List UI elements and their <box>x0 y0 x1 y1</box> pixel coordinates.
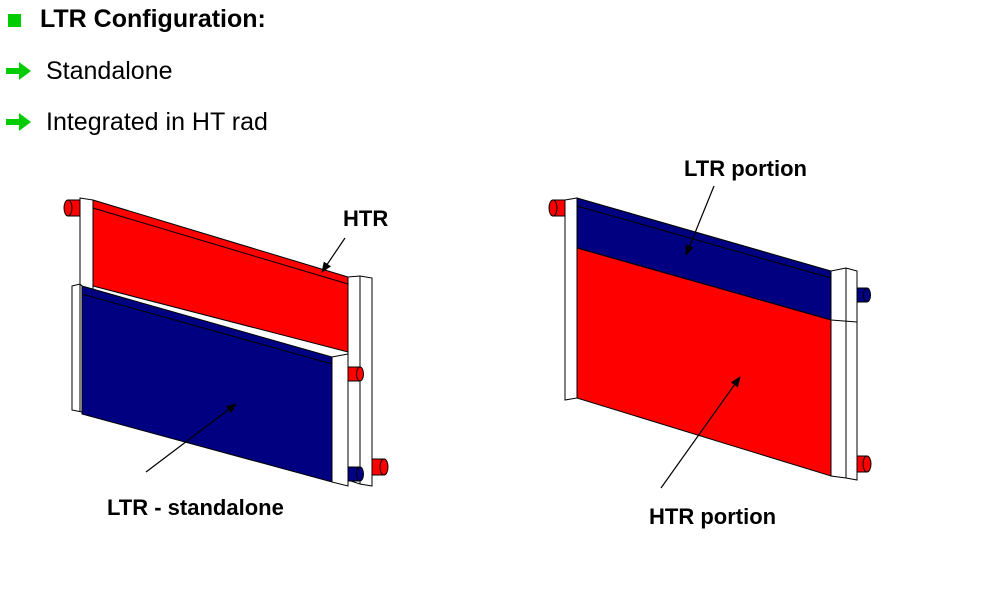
integrated-blue-pipe-icon <box>856 287 871 303</box>
htr-leader-arrow <box>321 237 346 273</box>
ltr-portion-leader-arrow <box>685 185 715 257</box>
label-ltr-portion: LTR portion <box>684 156 807 181</box>
htr-portion-leader-arrow <box>660 376 741 489</box>
bullet-standalone: Standalone <box>46 57 173 85</box>
ltr-standalone-leader-arrow <box>145 403 237 473</box>
arrow-bullet-icon <box>6 62 31 80</box>
bullet-integrated: Integrated in HT rad <box>46 108 268 136</box>
ltr-red-pipe-icon <box>347 366 364 382</box>
ltr-standalone-radiator <box>71 283 364 487</box>
ltr-right-tank <box>331 353 349 487</box>
htr-left-tank <box>79 197 94 291</box>
integrated-red-pipe-icon <box>856 455 872 473</box>
label-htr-portion: HTR portion <box>649 504 776 529</box>
ltr-blue-pipe-icon <box>347 466 364 482</box>
square-bullet-icon <box>8 14 21 27</box>
integrated-radiator <box>548 197 872 481</box>
integrated-left-tank <box>564 197 578 401</box>
integrated-right-tank <box>830 267 858 481</box>
arrow-bullet-icon <box>6 113 31 131</box>
label-ltr-standalone: LTR - standalone <box>107 495 284 520</box>
section-heading: LTR Configuration: <box>40 5 266 33</box>
htr-outlet-pipe-icon <box>371 458 389 476</box>
label-htr: HTR <box>343 206 388 231</box>
